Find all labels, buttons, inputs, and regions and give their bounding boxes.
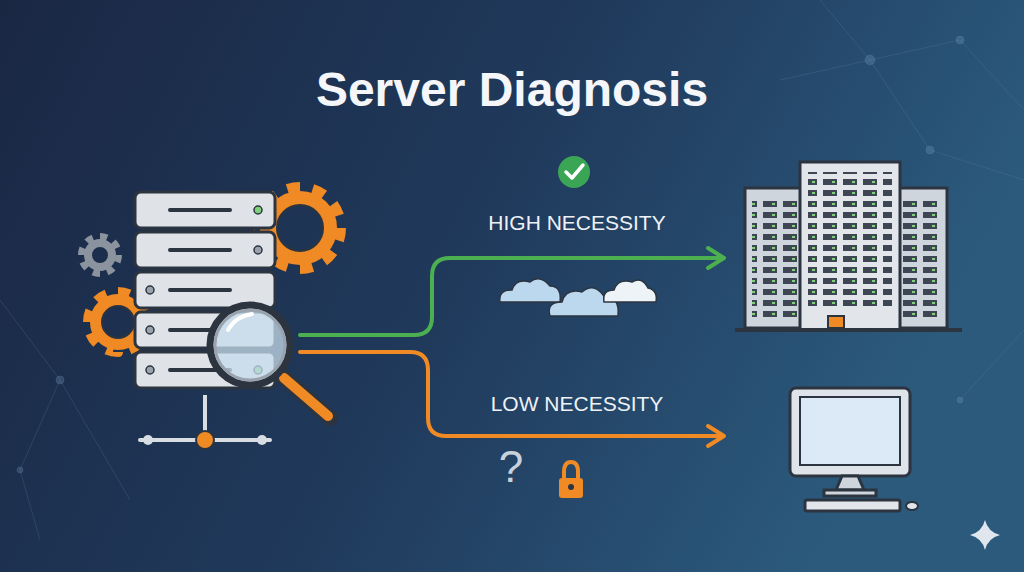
- rack-led: [146, 286, 154, 294]
- net-line: [820, 0, 870, 60]
- symbol-label: ?: [499, 445, 523, 489]
- server-tower-main: [800, 162, 900, 330]
- network-dot: [143, 435, 153, 445]
- server-tower: [745, 188, 805, 328]
- network-hub: [196, 431, 214, 449]
- rack-slot: [170, 248, 230, 252]
- cloud: [500, 279, 561, 302]
- net-line: [60, 380, 130, 500]
- net-line: [20, 380, 60, 470]
- rack-unit: [135, 192, 275, 228]
- tower-door: [828, 316, 844, 328]
- keyboard: [805, 500, 900, 511]
- gear-ring: [88, 243, 112, 267]
- magnifier-lens: [210, 305, 290, 385]
- gear-teeth: [82, 237, 118, 273]
- monitor-stand: [836, 476, 864, 490]
- diagram-title: Server Diagnosis: [316, 66, 708, 114]
- net-line: [780, 60, 870, 80]
- net-line: [870, 60, 930, 150]
- gear-ring: [96, 300, 140, 344]
- net-line: [20, 470, 40, 540]
- gear-small-gray: [82, 237, 118, 273]
- net-dot: [957, 397, 963, 403]
- rack-led: [254, 246, 262, 254]
- magnifier-handle: [284, 378, 328, 416]
- network-dot: [257, 435, 267, 445]
- ground-line: [735, 328, 962, 332]
- net-dot: [56, 376, 64, 384]
- magnifier-glint: [228, 314, 252, 330]
- tower-slots: [752, 196, 798, 318]
- net-dot: [17, 467, 23, 473]
- gear-ring: [270, 198, 330, 258]
- cloud: [604, 280, 657, 302]
- rack-led: [254, 206, 262, 214]
- low-arrowhead: [708, 426, 724, 446]
- gear-hole: [102, 306, 134, 338]
- net-dot: [956, 36, 964, 44]
- check-icon: [558, 156, 590, 188]
- net-dot: [865, 55, 875, 65]
- lock-icon: [559, 462, 583, 498]
- mouse: [906, 502, 918, 510]
- branch-arrows: [300, 248, 724, 446]
- tower-slots: [808, 172, 892, 310]
- net-line: [930, 150, 1024, 180]
- branch-label: LOW NECESSITY: [491, 393, 664, 414]
- rack-unit: [135, 232, 275, 268]
- rack-led: [146, 366, 154, 374]
- low-arrow: [300, 352, 722, 436]
- rack-slot: [170, 288, 230, 292]
- desktop-computer: [790, 388, 918, 511]
- lock-shackle: [564, 462, 578, 480]
- high-arrowhead: [708, 248, 724, 268]
- network-base: [140, 395, 270, 449]
- rack-slot: [170, 208, 230, 212]
- lock-body: [559, 478, 583, 498]
- tower-slots: [902, 196, 940, 318]
- net-line: [0, 300, 60, 380]
- clouds: [500, 279, 657, 316]
- monitor-screen: [800, 397, 900, 465]
- network-pattern: [0, 0, 1024, 540]
- net-line: [960, 40, 1024, 110]
- sparkle-watermark: [970, 520, 1000, 550]
- check-mark: [566, 165, 583, 178]
- lock-keyhole: [568, 484, 574, 490]
- magnifier-rim: [215, 310, 285, 380]
- net-line: [960, 330, 1024, 400]
- rack-led: [146, 326, 154, 334]
- gear-hole: [277, 205, 323, 251]
- data-center: [735, 162, 962, 330]
- monitor-base: [824, 490, 876, 496]
- check-circle: [558, 156, 590, 188]
- net-dot: [926, 146, 934, 154]
- magnifier-handle-outline: [282, 376, 330, 418]
- magnifying-glass: [210, 305, 330, 418]
- monitor: [790, 388, 910, 476]
- rack-slot: [170, 328, 210, 332]
- server-tower: [895, 188, 947, 328]
- high-arrow: [300, 258, 722, 335]
- branch-label: HIGH NECESSITY: [488, 212, 665, 233]
- net-line: [870, 40, 960, 60]
